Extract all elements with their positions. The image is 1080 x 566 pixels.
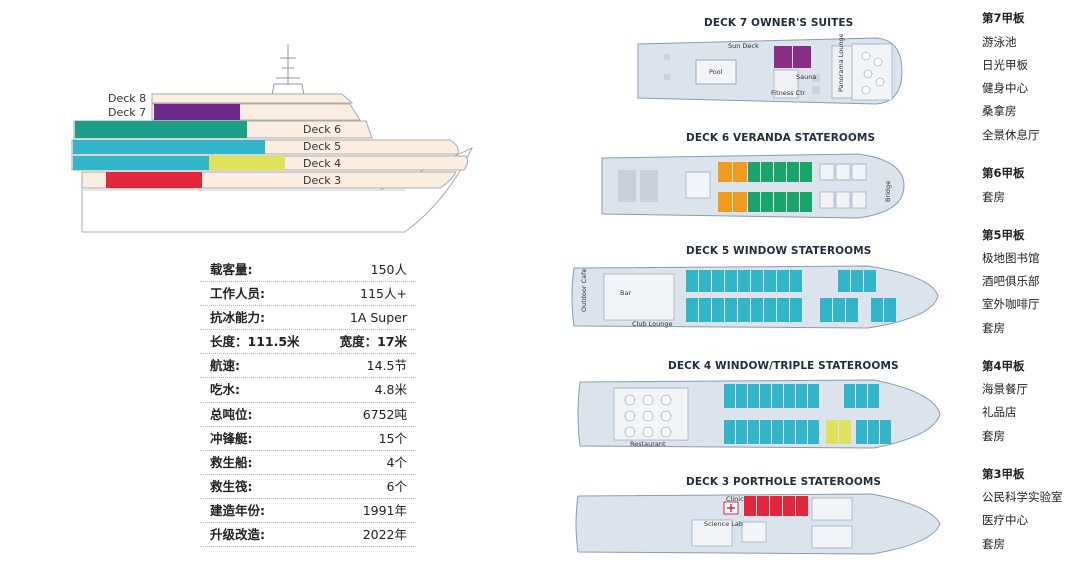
spec-value: 1A Super [349, 310, 407, 326]
deck7-sauna-label: Sauna [796, 73, 816, 81]
spec-row: 抗冰能力: 1A Super [200, 306, 416, 331]
spec-value: 2022年 [362, 527, 407, 543]
spec-label: 载客量: [210, 262, 253, 277]
deck5-club-label: Club Lounge [632, 320, 673, 328]
deck6-title: DECK 6 VERANDA STATEROOMS [686, 132, 876, 144]
deck5-bar-label: Bar [620, 289, 631, 297]
spec-value: 6个 [386, 478, 407, 494]
legend-item: 健身中心 [982, 81, 1028, 95]
legend-deck4-title: 第4甲板 [982, 359, 1025, 373]
legend-deck5-title: 第5甲板 [982, 228, 1025, 242]
spec-label: 冲锋艇: [210, 430, 253, 446]
deck3-label: Deck 3 [303, 174, 342, 187]
ship-profile-drawing [71, 44, 474, 233]
spec-label: 总吨位: [210, 406, 253, 422]
spec-row: 载客量: 150人 [200, 258, 416, 283]
mast [271, 44, 305, 97]
legend-item: 套房 [982, 429, 1005, 443]
spec-row: 救生船: 4个 [200, 451, 416, 475]
deck3-band [106, 172, 202, 188]
spec-label: 工作人员: [210, 286, 265, 302]
deck5-cafe-label: Outdoor Cafe [580, 269, 588, 312]
deck4-label: Deck 4 [303, 157, 342, 170]
deck7-label: Deck 7 [108, 106, 147, 119]
spec-value: 150人 [370, 262, 407, 277]
deck7-title: DECK 7 OWNER'S SUITES [704, 17, 854, 29]
deck6-band [75, 121, 247, 138]
legend-item: 室外咖啡厅 [982, 297, 1040, 311]
spec-value: 4.8米 [374, 382, 407, 398]
spec-row: 救生筏: 6个 [200, 475, 416, 499]
legend-item: 套房 [982, 321, 1005, 335]
deck6-bridge-label: Bridge [884, 181, 892, 202]
deck7-plan: Sun Deck Pool Sauna Fitness Ctr Panorama… [637, 34, 903, 105]
spec-value: 14.5节 [366, 358, 407, 374]
spec-label: 救生筏: [210, 478, 253, 494]
spec-row: 升级改造: 2022年 [200, 523, 416, 548]
spec-value: 115人+ [360, 286, 407, 302]
legend-deck7-title: 第7甲板 [982, 11, 1025, 25]
deck4-plan: Restaurant [577, 379, 941, 449]
spec-row: 总吨位: 6752吨 [200, 403, 416, 427]
spec-value: 宽度：17米 [339, 334, 407, 350]
deck6-plan: Bridge [601, 153, 905, 219]
legend-item: 公民科学实验室 [982, 490, 1063, 504]
legend-deck6-title: 第6甲板 [982, 166, 1025, 180]
deck7-pool-label: Pool [709, 68, 723, 76]
ship-profile: Deck 8 Deck 7 Deck 6 Deck 5 Deck 4 Deck … [60, 40, 480, 240]
spec-label: 抗冰能力: [210, 310, 265, 326]
spec-label: 航速: [210, 358, 240, 374]
specs-table: 载客量: 150人 工作人员: 115人+ 抗冰能力: 1A Super 长度：111… [200, 258, 416, 548]
spec-row: 吃水: 4.8米 [200, 378, 416, 403]
deck5-title: DECK 5 WINDOW STATEROOMS [686, 245, 872, 257]
legend-item: 海景餐厅 [982, 382, 1028, 396]
deck6-label: Deck 6 [303, 123, 342, 136]
legend-deck3-title: 第3甲板 [982, 467, 1025, 481]
legend-item: 日光甲板 [982, 58, 1028, 72]
deck8-label: Deck 8 [108, 92, 147, 105]
deck5-band [73, 140, 265, 154]
spec-value: 4个 [386, 454, 407, 470]
legend-item: 套房 [982, 537, 1005, 551]
spec-label: 升级改造: [210, 527, 265, 543]
legend-item: 极地图书馆 [982, 251, 1040, 265]
legend-item: 医疗中心 [982, 513, 1028, 527]
legend-item: 礼品店 [982, 405, 1017, 419]
deck4-title: DECK 4 WINDOW/TRIPLE STATEROOMS [668, 360, 899, 372]
legend-item: 酒吧俱乐部 [982, 274, 1040, 288]
spec-value: 15个 [378, 430, 407, 446]
deck3-clinic-label: Clinic [726, 495, 744, 503]
deck4-restaurant-label: Restaurant [630, 440, 666, 448]
deck3-science-label: Science Lab [704, 520, 743, 528]
legend-item: 全景休息厅 [982, 128, 1040, 142]
spec-row: 工作人员: 115人+ [200, 282, 416, 307]
legend-item: 套房 [982, 190, 1005, 204]
spec-row: 长度：111.5米 宽度：17米 [200, 330, 416, 355]
legend-item: 游泳池 [982, 35, 1017, 49]
spec-label: 长度：111.5米 [210, 334, 300, 350]
spec-label: 建造年份: [210, 502, 265, 518]
deck5-label: Deck 5 [303, 140, 342, 153]
deck3-title: DECK 3 PORTHOLE STATEROOMS [686, 476, 882, 488]
spec-label: 救生船: [210, 454, 253, 470]
spec-row: 航速: 14.5节 [200, 354, 416, 379]
deck7-lounge-label: Panorama Lounge [837, 34, 845, 92]
spec-value: 6752吨 [362, 406, 407, 422]
deck7-band [154, 104, 240, 120]
deck3-plan: Clinic Science Lab [575, 493, 941, 555]
deck4-band [209, 156, 285, 170]
spec-value: 1991年 [362, 502, 407, 518]
legend-item: 桑拿房 [982, 104, 1017, 118]
deck7-fitness-label: Fitness Ctr [771, 89, 806, 97]
spec-row: 冲锋艇: 15个 [200, 427, 416, 451]
deck8-band [151, 93, 354, 104]
deck7-sun-deck-label: Sun Deck [728, 42, 759, 50]
spec-row: 建造年份: 1991年 [200, 499, 416, 524]
spec-label: 吃水: [210, 382, 240, 398]
deck5-plan: Outdoor Cafe Bar Club Lounge [571, 265, 939, 329]
